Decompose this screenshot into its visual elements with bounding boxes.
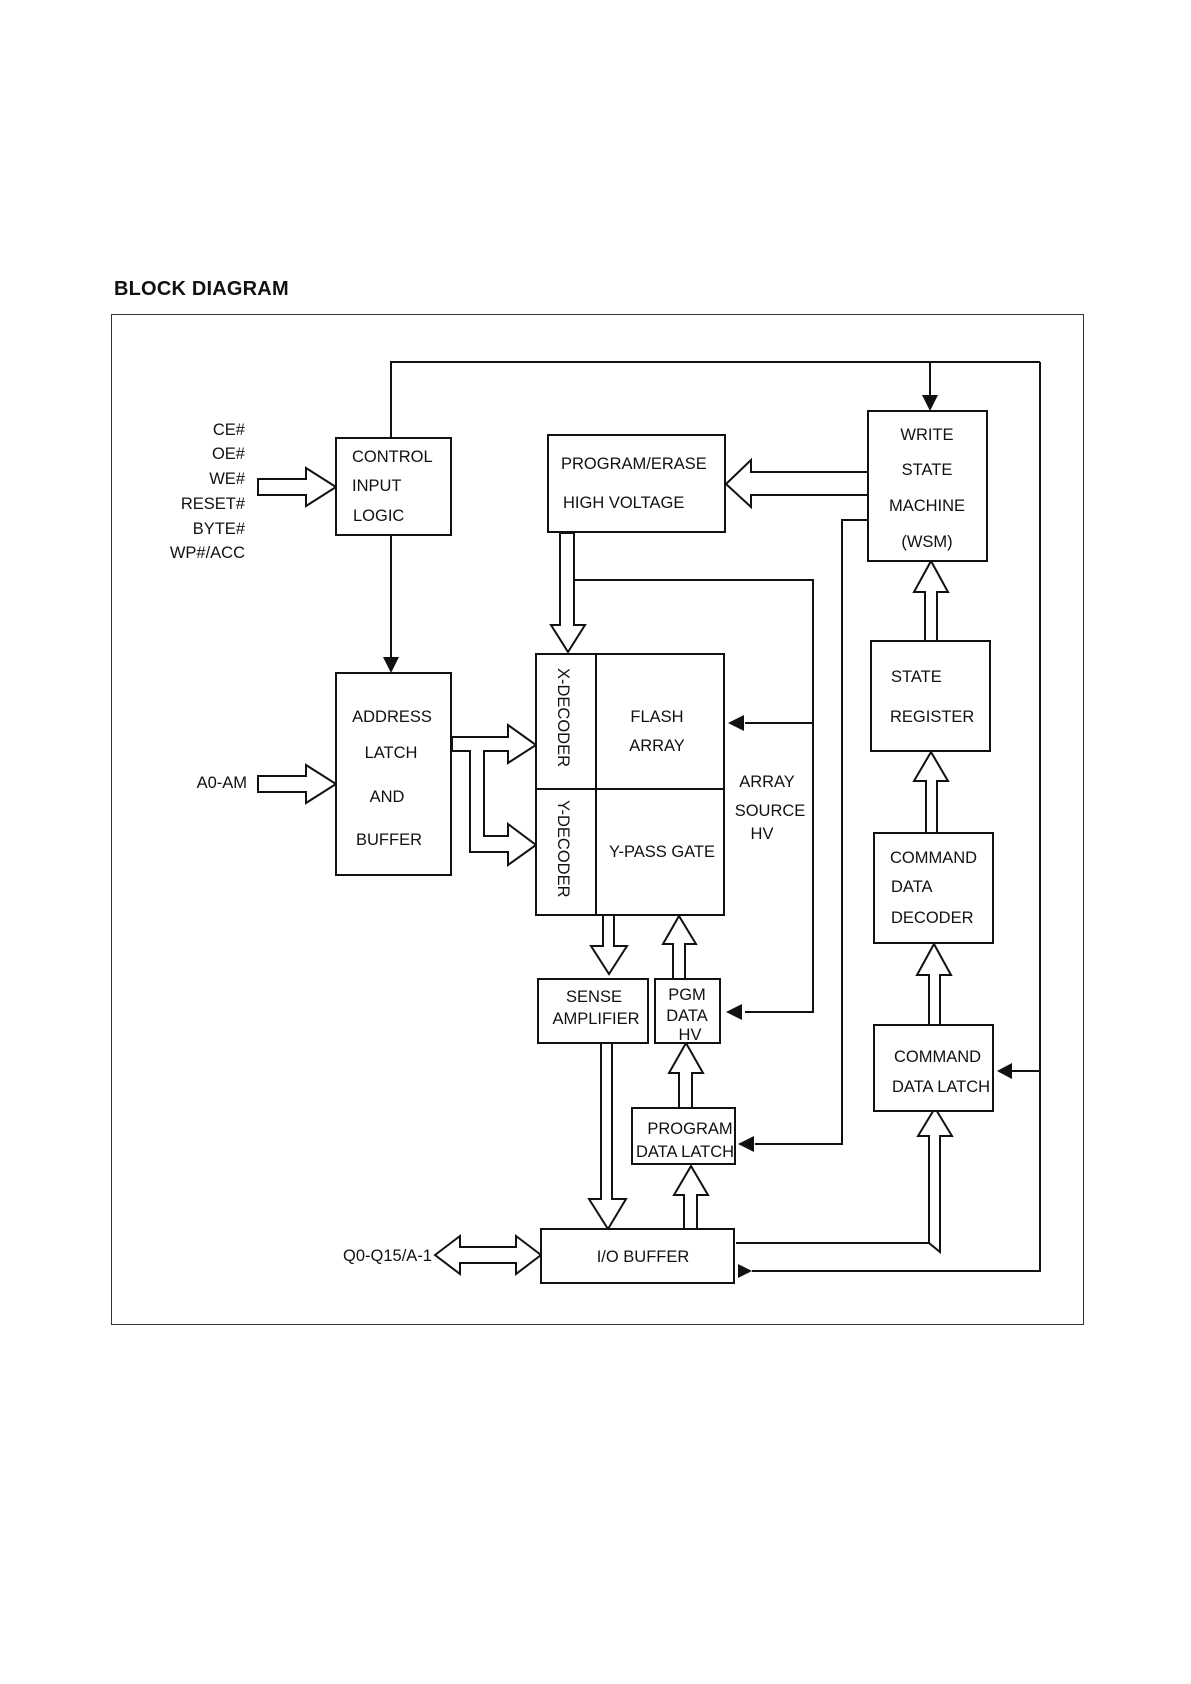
write-state-machine-block (867, 410, 988, 562)
sense-amp-label-1: SENSE (566, 988, 622, 1006)
state-register-block (870, 640, 991, 752)
cmd-latch-label-1: COMMAND (894, 1048, 981, 1066)
hv-label-1: PROGRAM/ERASE (561, 455, 707, 473)
flash-array-block (535, 653, 725, 916)
y-pass-gate-label: Y-PASS GATE (609, 843, 715, 861)
diagram-title: BLOCK DIAGRAM (114, 278, 289, 300)
pgm-hv-label-1: PGM (668, 986, 706, 1004)
control-to-address-arrowhead (383, 657, 399, 673)
address-to-xdecoder-bus-arrow (451, 723, 538, 867)
address-label-3: AND (370, 788, 405, 806)
state-register-label-2: REGISTER (890, 708, 974, 726)
signal-reset: RESET# (181, 495, 246, 513)
hv-distribution-line (574, 579, 814, 1013)
address-label-4: BUFFER (356, 831, 422, 849)
program-latch-to-pgm-bus-arrow (667, 1040, 705, 1109)
signal-oe: OE# (212, 445, 246, 463)
hv-to-xdecoder-bus-arrow (549, 532, 587, 654)
wsm-to-program-latch-line (755, 519, 871, 1145)
program-latch-label-2: DATA LATCH (636, 1143, 734, 1161)
state-register-label-1: STATE (891, 668, 942, 686)
address-label-2: LATCH (365, 744, 418, 762)
pgm-hv-label-3: HV (679, 1026, 702, 1044)
io-buffer-block (540, 1228, 735, 1284)
pgm-data-hv-block (654, 978, 721, 1044)
signal-we: WE# (209, 470, 246, 488)
array-source-label-3: HV (751, 825, 774, 843)
wsm-label-1: WRITE (900, 426, 953, 444)
hv-to-flash-arrowhead (728, 715, 744, 731)
cmd-decoder-label-1: COMMAND (890, 849, 977, 867)
address-latch-block (335, 672, 452, 876)
diagram-frame (111, 314, 1084, 1325)
cmd-latch-to-decoder-bus-arrow (915, 941, 953, 1026)
flash-array-label-2: ARRAY (629, 737, 685, 755)
io-to-cmd-latch-bus-arrow (916, 1106, 954, 1255)
cmd-latch-feed-arrowhead (997, 1063, 1012, 1079)
io-to-program-latch-bus-arrow (672, 1164, 710, 1230)
wsm-to-program-latch-arrowhead (738, 1136, 754, 1152)
io-return-arrowhead (738, 1264, 752, 1278)
control-logic-label-3: LOGIC (353, 507, 404, 525)
hv-label-2: HIGH VOLTAGE (563, 494, 684, 512)
pgm-to-ypass-bus-arrow (661, 914, 698, 980)
cmd-decoder-label-3: DECODER (891, 909, 974, 927)
program-data-latch-block (631, 1107, 736, 1165)
program-latch-label-1: PROGRAM (647, 1120, 732, 1138)
control-to-wsm-line (390, 361, 1040, 438)
command-data-latch-block (873, 1024, 994, 1112)
flash-array-label-1: FLASH (630, 708, 683, 726)
io-buffer-label: I/O BUFFER (597, 1248, 690, 1266)
signal-byte: BYTE# (193, 520, 246, 538)
address-input-bus-arrow (257, 763, 338, 805)
data-io-bus-arrow (433, 1233, 543, 1277)
sense-to-io-bus-arrow (587, 1042, 628, 1231)
wsm-to-hv-bus-arrow (724, 457, 872, 510)
hv-to-pgm-arrowhead (726, 1004, 742, 1020)
wsm-label-4: (WSM) (901, 533, 952, 551)
signal-ce: CE# (213, 421, 246, 439)
program-erase-hv-block (547, 434, 726, 533)
ypass-to-sense-bus-arrow (589, 914, 629, 976)
decoder-to-register-bus-arrow (912, 750, 950, 834)
control-inputs-bus-arrow (257, 466, 338, 508)
array-source-label-1: ARRAY (739, 773, 795, 791)
control-logic-label-1: CONTROL (352, 448, 433, 466)
x-decoder-label: X-DECODER (554, 668, 572, 767)
cmd-latch-label-2: DATA LATCH (892, 1078, 990, 1096)
wsm-label-2: STATE (902, 461, 953, 479)
pgm-hv-label-2: DATA (666, 1007, 708, 1025)
y-decoder-label: Y-DECODER (554, 800, 572, 898)
signal-address: A0-AM (197, 774, 247, 792)
sense-amp-label-2: AMPLIFIER (552, 1010, 639, 1028)
right-return-line (752, 362, 1041, 1272)
wsm-label-3: MACHINE (889, 497, 965, 515)
wsm-feed-arrowhead (922, 395, 938, 411)
sense-amplifier-block (537, 978, 649, 1044)
control-input-logic-block (335, 437, 452, 536)
io-to-cmd-latch-line (736, 1140, 930, 1244)
address-label-1: ADDRESS (352, 708, 432, 726)
signal-data-io: Q0-Q15/A-1 (343, 1247, 432, 1265)
signal-wp-acc: WP#/ACC (170, 544, 245, 562)
command-data-decoder-block (873, 832, 994, 944)
cmd-decoder-label-2: DATA (891, 878, 933, 896)
array-source-label-2: SOURCE (735, 802, 806, 820)
state-register-to-wsm-bus-arrow (912, 558, 950, 642)
control-logic-label-2: INPUT (352, 477, 402, 495)
